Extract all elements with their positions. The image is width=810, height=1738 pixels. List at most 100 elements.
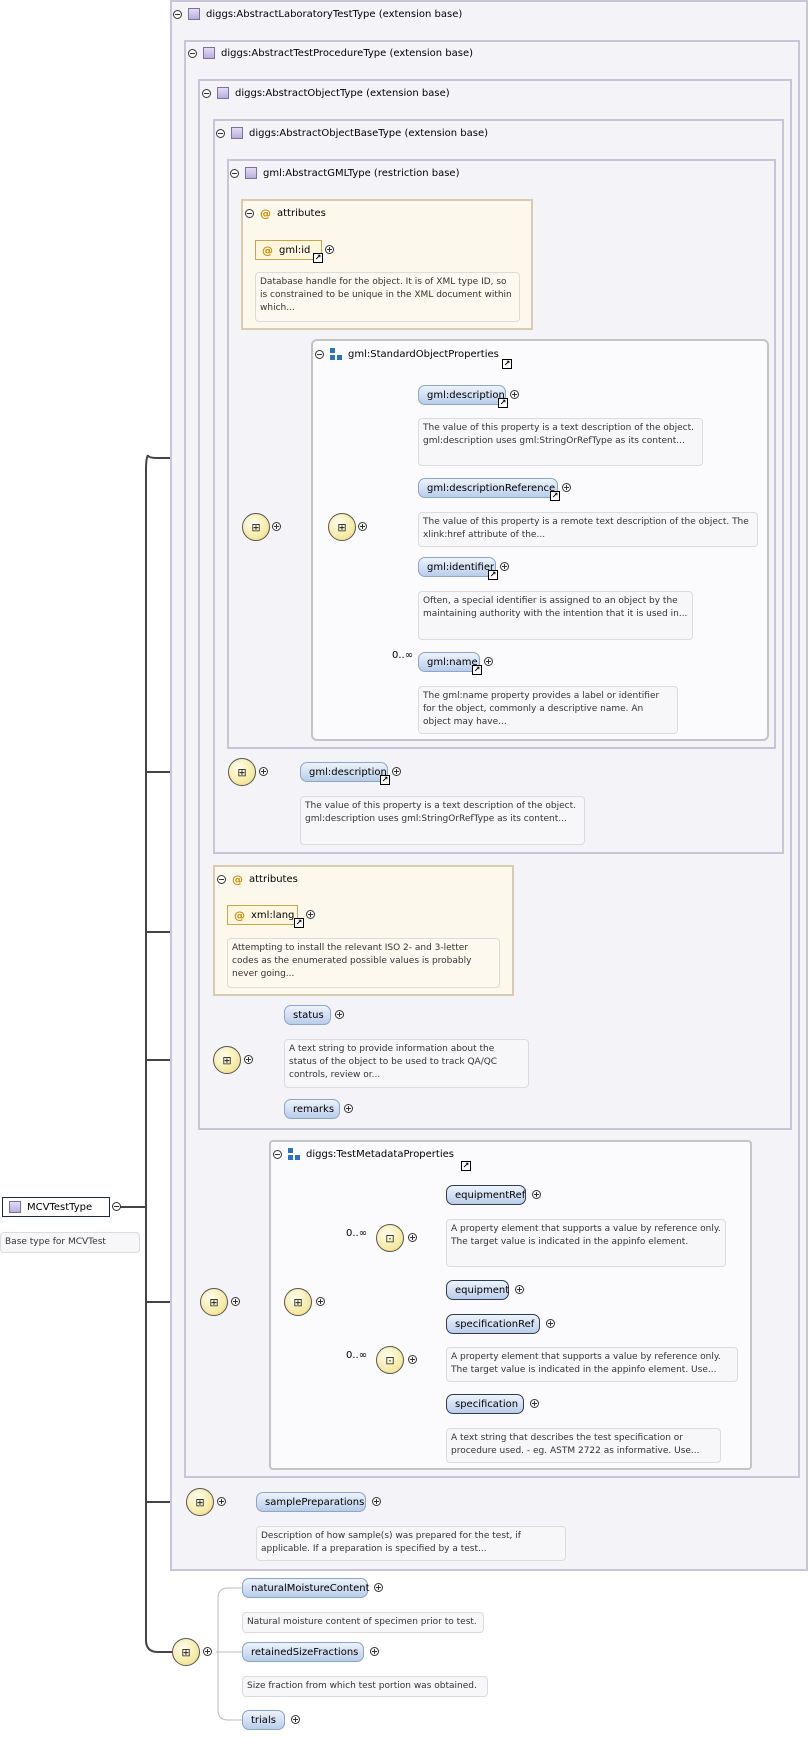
element-doc: Natural moisture content of specimen pri… (242, 1612, 484, 1633)
collapse-icon[interactable] (316, 1297, 325, 1306)
collapse-icon[interactable] (259, 767, 268, 776)
collapse-icon[interactable] (203, 1647, 212, 1656)
attribute-label: xml:lang (251, 909, 295, 921)
expand-icon[interactable] (372, 1497, 381, 1506)
attribute-doc: Database handle for the object. It is of… (255, 272, 520, 322)
sequence-compositor-icon[interactable]: ⊞ (200, 1288, 228, 1316)
attributes-title: attributes (277, 208, 326, 219)
sequence-compositor-icon[interactable]: ⊞ (284, 1288, 312, 1316)
attribute-xml-lang[interactable]: @ xml:lang (227, 905, 298, 925)
attribute-icon: @ (262, 243, 273, 257)
sequence-compositor-icon[interactable]: ⊞ (228, 758, 256, 786)
element-doc: A property element that supports a value… (446, 1347, 738, 1382)
collapse-icon[interactable] (216, 128, 225, 138)
root-type-label: MCVTestType (27, 1201, 93, 1213)
sequence-compositor-icon[interactable]: ⊞ (242, 513, 270, 541)
complex-type-icon (203, 47, 215, 59)
attributes-title: attributes (249, 874, 298, 885)
complex-type-icon (245, 167, 257, 179)
collapse-icon[interactable] (217, 875, 226, 884)
group-title: diggs:TestMetadataProperties (306, 1148, 454, 1160)
element-specification[interactable]: specification (446, 1394, 524, 1414)
reference-arrow-icon: ↗ (488, 570, 498, 580)
expand-icon[interactable] (484, 657, 493, 666)
root-type-mcvtest[interactable]: MCVTestType (2, 1197, 110, 1217)
element-doc: The value of this property is a text des… (300, 796, 585, 845)
expand-icon[interactable] (530, 1399, 539, 1408)
extension-title: diggs:AbstractObjectType (extension base… (235, 87, 450, 99)
extension-title: diggs:AbstractObjectBaseType (extension … (249, 127, 489, 139)
collapse-icon[interactable] (231, 1297, 240, 1306)
element-gml-name[interactable]: gml:name (418, 652, 480, 672)
element-gml-description-reference[interactable]: gml:descriptionReference (418, 478, 558, 498)
element-gml-description-base[interactable]: gml:description (300, 762, 388, 782)
element-equipment[interactable]: equipment (446, 1280, 509, 1300)
element-remarks[interactable]: remarks (284, 1099, 340, 1119)
multiplicity-label: 0..∞ (392, 650, 414, 661)
collapse-icon[interactable] (217, 1497, 226, 1506)
expand-icon[interactable] (291, 1715, 300, 1724)
attribute-doc: Attempting to install the relevant ISO 2… (227, 938, 500, 988)
expand-icon[interactable] (515, 1285, 524, 1294)
collapse-icon[interactable] (188, 48, 197, 58)
expand-icon[interactable] (344, 1104, 353, 1113)
reference-arrow-icon: ↗ (313, 253, 323, 263)
collapse-icon[interactable] (112, 1202, 121, 1211)
choice-compositor-icon[interactable]: ⊡ (376, 1224, 404, 1252)
element-equipment-ref[interactable]: equipmentRef (446, 1185, 526, 1205)
expand-icon[interactable] (370, 1647, 379, 1656)
expand-icon[interactable] (510, 390, 519, 399)
choice-compositor-icon[interactable]: ⊡ (376, 1346, 404, 1374)
collapse-icon[interactable] (245, 209, 254, 218)
extension-title: diggs:AbstractLaboratoryTestType (extens… (206, 8, 463, 20)
element-doc: A property element that supports a value… (446, 1219, 726, 1267)
attribute-icon: @ (232, 873, 243, 886)
group-icon (288, 1148, 300, 1160)
element-sample-preparations[interactable]: samplePreparations (256, 1492, 366, 1512)
expand-icon[interactable] (532, 1190, 541, 1199)
element-retained-size-fractions[interactable]: retainedSizeFractions (242, 1642, 364, 1662)
collapse-icon[interactable] (202, 88, 211, 98)
expand-icon[interactable] (562, 483, 571, 492)
element-doc: Description of how sample(s) was prepare… (256, 1526, 566, 1561)
expand-icon[interactable] (325, 245, 334, 254)
sequence-compositor-icon[interactable]: ⊞ (328, 513, 356, 541)
expand-icon[interactable] (392, 767, 401, 776)
sequence-compositor-icon[interactable]: ⊞ (213, 1046, 241, 1074)
collapse-icon[interactable] (408, 1233, 417, 1242)
reference-arrow-icon: ↗ (472, 665, 482, 675)
complex-type-icon (217, 87, 229, 99)
collapse-icon[interactable] (408, 1355, 417, 1364)
collapse-icon[interactable] (315, 349, 324, 359)
element-doc: The value of this property is a remote t… (418, 512, 758, 547)
reference-arrow-icon: ↗ (380, 775, 390, 785)
element-status[interactable]: status (284, 1005, 331, 1025)
expand-icon[interactable] (546, 1319, 555, 1328)
root-type-doc: Base type for MCVTest (0, 1232, 140, 1253)
collapse-icon[interactable] (230, 168, 239, 178)
element-gml-identifier[interactable]: gml:identifier (418, 557, 496, 577)
attribute-gml-id[interactable]: @ gml:id (255, 240, 322, 260)
expand-icon[interactable] (500, 562, 509, 571)
element-gml-description[interactable]: gml:description (418, 385, 506, 405)
complex-type-icon (188, 8, 200, 20)
sequence-compositor-icon[interactable]: ⊞ (186, 1488, 214, 1516)
collapse-icon[interactable] (173, 9, 182, 19)
element-natural-moisture-content[interactable]: naturalMoistureContent (242, 1578, 370, 1598)
expand-icon[interactable] (306, 910, 315, 919)
extension-title: gml:AbstractGMLType (restriction base) (263, 167, 460, 179)
complex-type-icon (231, 127, 243, 139)
element-specification-ref[interactable]: specificationRef (446, 1314, 540, 1334)
sequence-compositor-icon[interactable]: ⊞ (172, 1638, 200, 1666)
collapse-icon[interactable] (273, 1149, 282, 1159)
reference-arrow-icon: ↗ (294, 918, 304, 928)
reference-arrow-icon: ↗ (498, 398, 508, 408)
collapse-icon[interactable] (358, 522, 367, 531)
expand-icon[interactable] (335, 1010, 344, 1019)
collapse-icon[interactable] (272, 522, 281, 531)
element-trials[interactable]: trials (242, 1710, 285, 1730)
collapse-icon[interactable] (244, 1055, 253, 1064)
complex-type-icon (9, 1201, 21, 1213)
expand-icon[interactable] (374, 1583, 383, 1592)
element-doc: Often, a special identifier is assigned … (418, 591, 693, 640)
